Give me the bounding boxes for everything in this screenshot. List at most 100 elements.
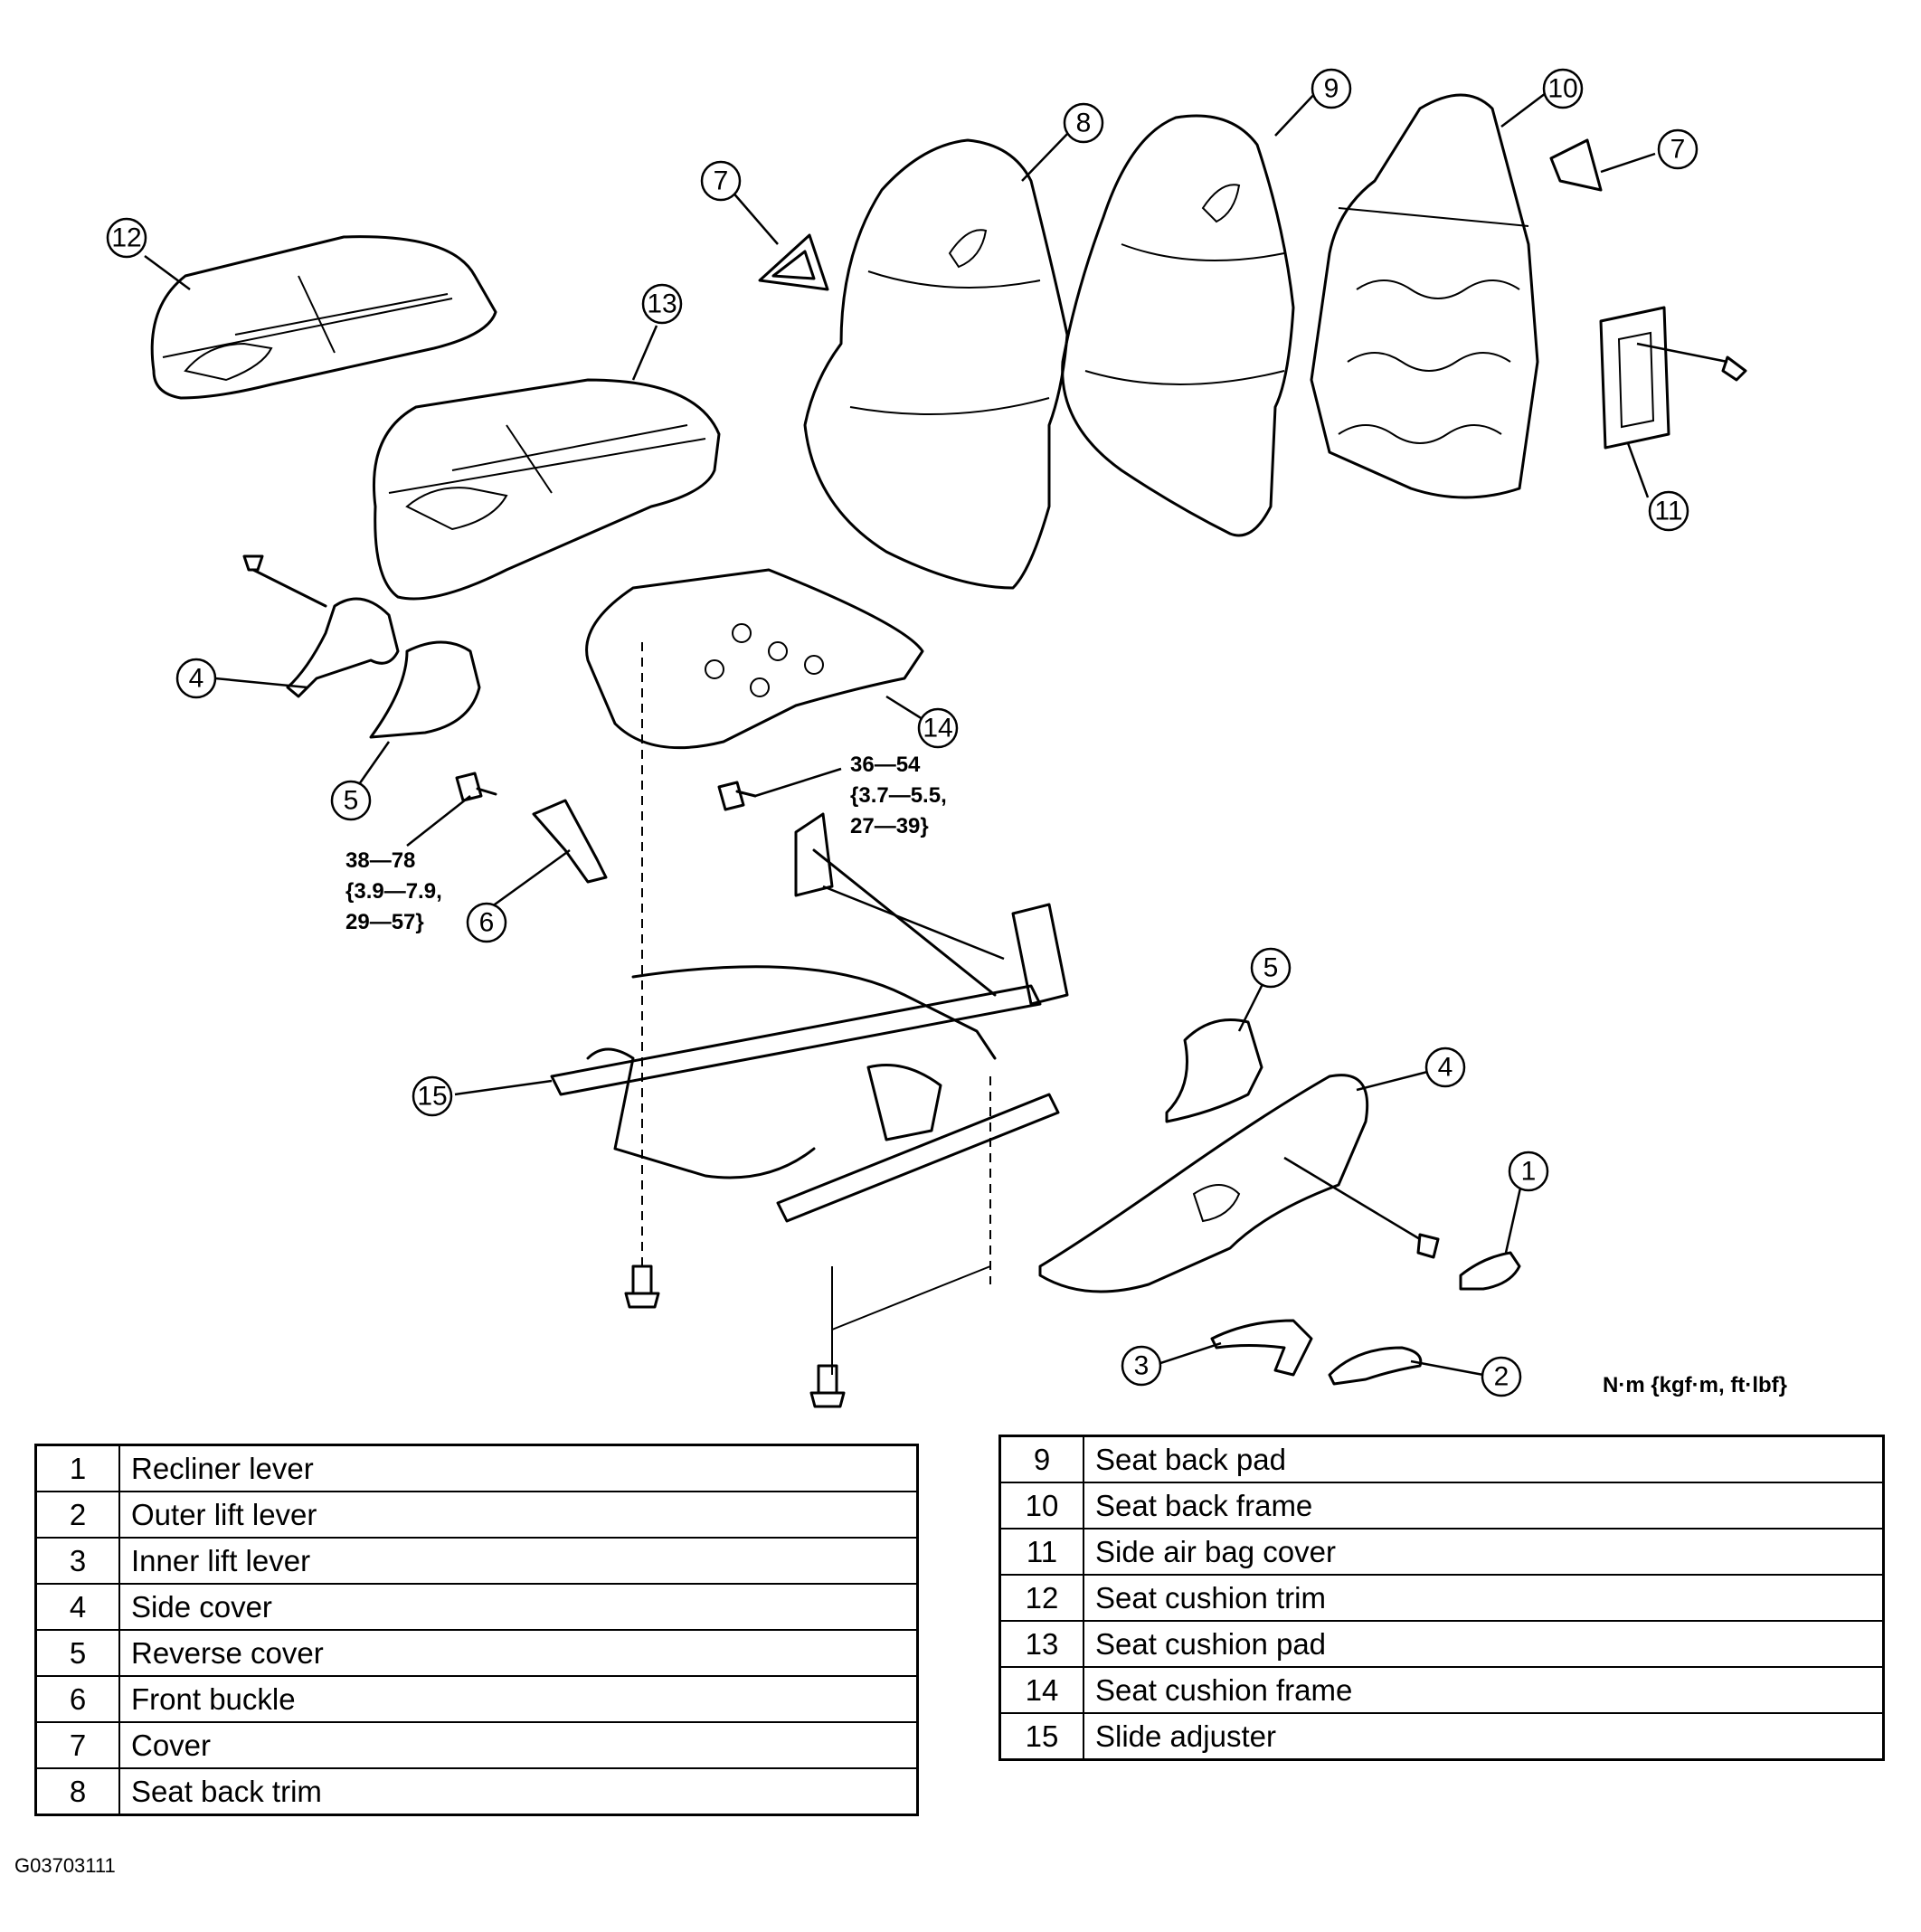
seat-back-pad-part [1061,114,1295,537]
clip-screw-left [242,554,327,608]
callout-5-right: 5 [1250,947,1292,989]
legend-number: 12 [998,1574,1084,1622]
recliner-lever-part [1459,1251,1521,1291]
bolt-lower-right [809,1364,846,1408]
legend-part-name: Seat cushion frame [1083,1666,1885,1714]
legend-number: 13 [998,1620,1084,1668]
legend-number: 6 [34,1675,120,1723]
callout-1: 1 [1508,1151,1549,1192]
svg-text:1: 1 [1521,1157,1537,1187]
side-cover-part-right [1038,1074,1440,1293]
callout-3: 3 [1121,1345,1162,1387]
svg-text:12: 12 [111,223,141,253]
torque-spec-buckle: 38—78 {3.9—7.9, 29—57} [345,848,442,934]
bolt-lower-left [624,1264,660,1309]
callout-4-right: 4 [1424,1046,1466,1088]
alignment-line-lower [831,1265,991,1375]
legend-part-name: Side air bag cover [1083,1528,1885,1576]
legend-number: 10 [998,1482,1084,1530]
svg-text:7: 7 [1670,135,1686,165]
side-cover-part-left [286,597,400,698]
torque-units-note: N·m {kgf·m, ft·lbf} [1603,1373,1787,1397]
exploded-seat-diagram: 12 13 8 9 10 7 7 11 14 4 5 6 5 4 1 2 3 1… [106,68,1747,1408]
slide-adjuster-part [550,812,1069,1223]
svg-text:2: 2 [1494,1362,1509,1392]
legend-number: 1 [34,1444,120,1492]
svg-text:6: 6 [479,908,495,938]
legend-part-name: Recliner lever [118,1444,919,1492]
svg-text:29—57}: 29—57} [345,910,424,934]
torque-spec-upper: 36—54 {3.7—5.5, 27—39} [850,753,947,838]
legend-part-name: Cover [118,1721,919,1769]
legend-part-name: Outer lift lever [118,1491,919,1539]
svg-text:5: 5 [1263,953,1279,983]
svg-text:4: 4 [189,664,204,694]
svg-text:14: 14 [923,714,952,743]
callout-7-left: 7 [700,160,742,202]
svg-text:4: 4 [1438,1053,1453,1083]
legend-number: 8 [34,1767,120,1816]
legend-part-name: Inner lift lever [118,1537,919,1585]
callout-7-right: 7 [1657,128,1699,170]
callout-13: 13 [641,283,683,325]
reverse-cover-part-right [1165,1018,1263,1123]
svg-text:15: 15 [417,1082,447,1112]
legend-part-name: Reverse cover [118,1629,919,1677]
callout-9: 9 [1311,68,1352,109]
callout-8: 8 [1063,102,1104,144]
legend-part-name: Side cover [118,1583,919,1631]
callout-6: 6 [466,902,507,943]
seat-back-frame-part [1310,93,1539,499]
legend-part-name: Front buckle [118,1675,919,1723]
legend-part-name: Seat back frame [1083,1482,1885,1530]
legend-number: 3 [34,1537,120,1585]
legend-part-name: Slide adjuster [1083,1712,1885,1761]
seat-cushion-pad-part [372,378,721,601]
seat-cushion-trim-part [150,235,497,400]
inner-lift-lever-part [1210,1319,1313,1377]
reverse-cover-part-left [369,640,481,739]
callout-14: 14 [917,707,959,749]
bolt-upper [717,767,842,811]
legend-part-name: Seat back trim [118,1767,919,1816]
legend-part-name: Seat cushion trim [1083,1574,1885,1622]
leader-lines [144,90,1656,1377]
legend-number: 7 [34,1721,120,1769]
svg-text:{3.9—7.9,: {3.9—7.9, [345,879,442,904]
legend-number: 4 [34,1583,120,1631]
cover-part-left [758,233,829,291]
svg-text:{3.7—5.5,: {3.7—5.5, [850,783,947,808]
legend-part-name: Seat back pad [1083,1435,1885,1483]
legend-part-name: Seat cushion pad [1083,1620,1885,1668]
callout-11: 11 [1648,490,1689,532]
callout-12: 12 [106,217,147,259]
callout-15: 15 [412,1075,453,1117]
seat-cushion-frame-part [585,568,924,750]
cover-part-right [1549,138,1603,192]
side-air-bag-cover-part [1599,306,1747,450]
seat-back-trim-part [803,138,1069,590]
svg-text:7: 7 [714,166,729,196]
svg-text:36—54: 36—54 [850,753,921,777]
legend-number: 15 [998,1712,1084,1761]
svg-text:10: 10 [1547,74,1577,104]
callout-2: 2 [1481,1356,1522,1397]
callout-10: 10 [1542,68,1584,109]
svg-text:13: 13 [647,289,677,319]
